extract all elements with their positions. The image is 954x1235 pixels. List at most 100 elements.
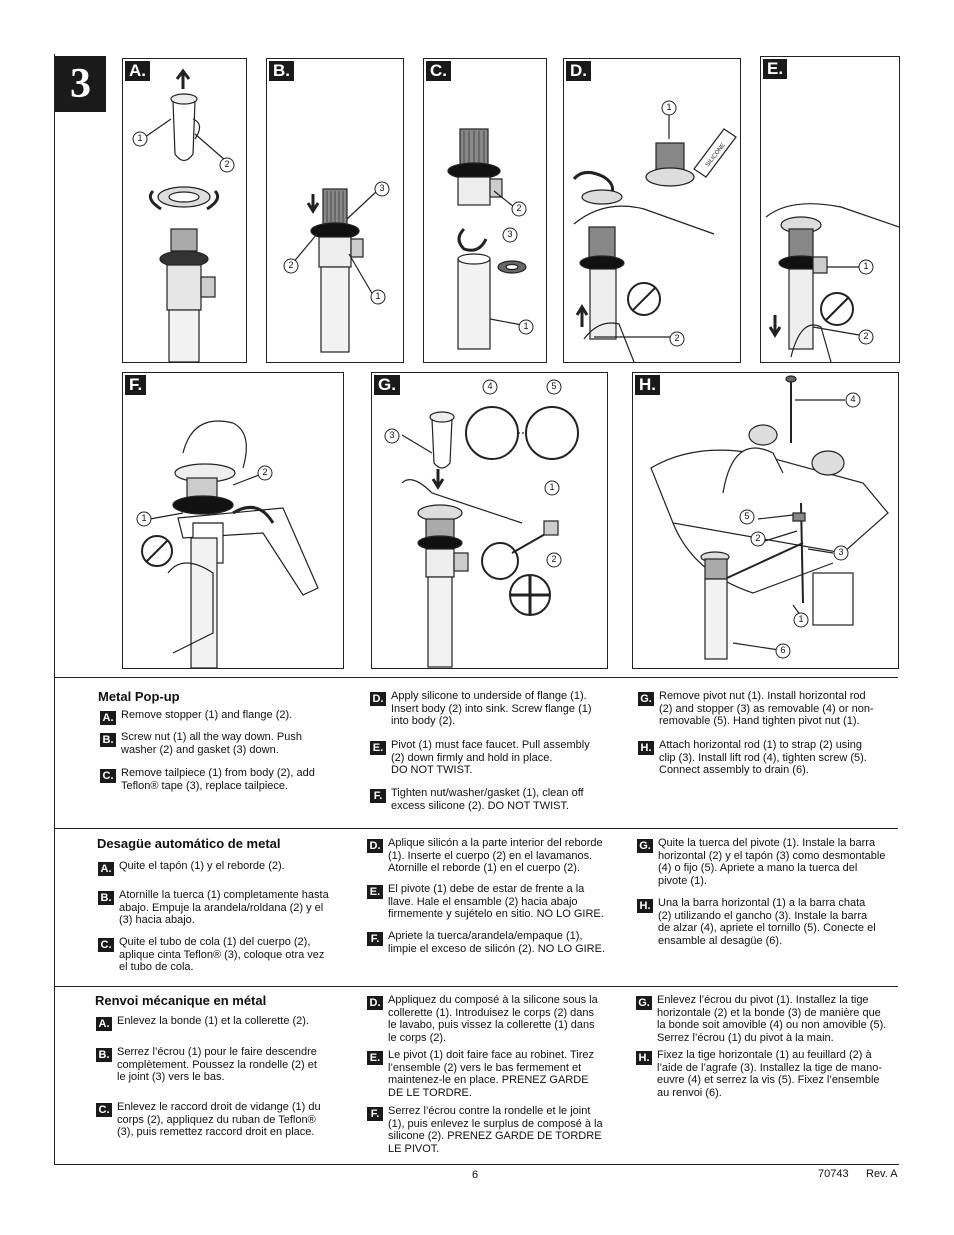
panel-g-label: G. xyxy=(374,375,400,395)
instruction-en-f: F.Tighten nut/washer/gasket (1), clean o… xyxy=(370,787,630,815)
instruction-fr-h: H. Fixez la tige horizontale (1) au feuil… xyxy=(636,1049,898,1101)
callout-circle xyxy=(793,612,809,628)
instruction-es-b: B.Atornille la tuerca (1) completamente … xyxy=(98,889,360,929)
callout-label: 4 xyxy=(850,394,856,404)
instruction-es-d: D. Aplique silicón a la parte interior de… xyxy=(367,837,631,877)
instruction-en-a: A.Remove stopper (1) and flange (2). xyxy=(100,709,360,725)
instruction-text: Attach horizontal rod (1) to strap (2) u… xyxy=(659,739,867,776)
instruction-text: Fixez la tige horizontale (1) au feuilla… xyxy=(657,1049,883,1099)
callout-circle xyxy=(219,157,235,173)
callout-circle xyxy=(384,428,400,444)
panel-a-callouts xyxy=(132,131,235,173)
section-title-spanish: Desagüe automático de metal xyxy=(97,836,281,851)
section-title-english: Metal Pop-up xyxy=(98,689,180,704)
panel-e-label: E. xyxy=(763,59,788,79)
callout-circle xyxy=(858,329,874,345)
step-letter: C. xyxy=(100,769,116,783)
instruction-text: Pivot (1) must face faucet. Pull assembl… xyxy=(391,739,590,776)
callout-label: 2 xyxy=(755,533,761,543)
instruction-text: Serrez l’écrou (1) pour le faire descend… xyxy=(117,1046,317,1083)
panel-g-callouts xyxy=(384,379,562,568)
callout-label: 3 xyxy=(379,183,385,193)
callout-circle xyxy=(833,545,849,561)
callout-label: 2 xyxy=(224,159,230,169)
panel-b: B. 3 2 1 xyxy=(266,58,404,363)
section-divider xyxy=(55,986,898,987)
instruction-text: Remove pivot nut (1). Install horizontal… xyxy=(659,690,874,727)
instruction-fr-b: B. Serrez l’écrou (1) pour le faire desce… xyxy=(96,1046,360,1086)
instruction-text: Enlevez le raccord droit de vidange (1) … xyxy=(117,1101,321,1138)
step-letter: A. xyxy=(96,1017,112,1031)
step-letter: H. xyxy=(638,741,654,755)
panel-b-label: B. xyxy=(269,61,294,81)
callout-label: 1 xyxy=(798,614,804,624)
instruction-text: El pivote (1) debe de estar de frente a … xyxy=(388,883,604,920)
step-letter: C. xyxy=(98,938,114,952)
callout-circle xyxy=(374,181,390,197)
doc-number: 70743 xyxy=(818,1168,849,1180)
section-divider xyxy=(55,828,898,829)
panel-c-label: C. xyxy=(426,61,451,81)
callout-circle xyxy=(132,131,148,147)
callout-label: 3 xyxy=(389,430,395,440)
panel-b-illustration xyxy=(291,188,378,353)
callout-circle xyxy=(283,258,299,274)
step-letter: F. xyxy=(367,932,383,946)
callout-circle xyxy=(518,319,534,335)
callout-circle xyxy=(544,480,560,496)
callout-label: 3 xyxy=(507,229,513,239)
instruction-en-b: B. Screw nut (1) all the way down. Push w… xyxy=(100,731,360,759)
step-letter: B. xyxy=(100,733,116,747)
step-letter: B. xyxy=(96,1048,112,1062)
callout-circle xyxy=(669,331,685,347)
panel-a-illustration xyxy=(134,68,234,362)
step-letter: D. xyxy=(367,839,383,853)
instruction-fr-a: A.Enlevez la bonde (1) et la collerette … xyxy=(96,1015,360,1031)
callout-circle xyxy=(750,531,766,547)
instruction-es-e: E.El pivote (1) debe de estar de frente … xyxy=(367,883,631,923)
instruction-text: Appliquez du composé à la silicone sous … xyxy=(388,994,598,1044)
callout-label: 2 xyxy=(288,260,294,270)
instruction-text: Apply silicone to underside of flange (1… xyxy=(391,690,592,727)
panel-a: A. 1 2 xyxy=(122,58,247,363)
callout-label: 1 xyxy=(375,291,381,301)
callout-circle xyxy=(502,227,518,243)
callout-label: 5 xyxy=(551,381,557,391)
callout-circle xyxy=(546,379,562,395)
panel-a-label: A. xyxy=(125,61,150,81)
instruction-text: Atornille la tuerca (1) completamente ha… xyxy=(119,889,329,926)
panel-h-callouts xyxy=(739,392,861,659)
instruction-en-e: E.Pivot (1) must face faucet. Pull assem… xyxy=(370,739,630,779)
section-title-french: Renvoi mécanique en métal xyxy=(95,993,267,1008)
instruction-text: Aplique silicón a la parte interior del … xyxy=(388,837,603,874)
instruction-text: Le pivot (1) doit faire face au robinet.… xyxy=(388,1049,595,1099)
callout-circle xyxy=(136,511,152,527)
callout-circle xyxy=(739,509,755,525)
instruction-es-c: C.Quite el tubo de cola (1) del cuerpo (… xyxy=(98,936,360,976)
panel-c-callouts xyxy=(502,201,534,335)
panel-f: F. 2 1 xyxy=(122,372,344,669)
callout-label: 2 xyxy=(674,333,680,343)
instruction-text: Remove stopper (1) and flange (2). xyxy=(121,709,293,721)
instruction-text: Remove tailpiece (1) from body (2), add … xyxy=(121,767,315,792)
instruction-fr-c: C.Enlevez le raccord droit de vidange (1… xyxy=(96,1101,360,1141)
callout-label: 6 xyxy=(780,645,786,655)
instruction-fr-d: D.Appliquez du composé à la silicone sou… xyxy=(367,994,631,1046)
step-letter: D. xyxy=(370,692,386,706)
callout-label: 2 xyxy=(551,554,557,564)
instruction-en-g: G.Remove pivot nut (1). Install horizont… xyxy=(638,690,896,730)
panel-f-callouts xyxy=(136,465,273,527)
panel-c: C. 2 3 1 xyxy=(423,58,547,363)
step-letter: H. xyxy=(636,1051,652,1065)
instruction-es-f: F.Apriete la tuerca/arandela/empaque (1)… xyxy=(367,930,631,958)
step-letter: A. xyxy=(98,862,114,876)
instruction-text: Screw nut (1) all the way down. Push was… xyxy=(121,731,302,756)
callout-circle xyxy=(845,392,861,408)
callout-label: 2 xyxy=(262,467,268,477)
callout-label: 1 xyxy=(523,321,529,331)
instruction-text: Quite el tapón (1) y el reborde (2). xyxy=(119,860,285,872)
panel-c-illustration xyxy=(447,128,527,350)
instruction-en-h: H. Attach horizontal rod (1) to strap (2)… xyxy=(638,739,896,779)
callout-label: 1 xyxy=(863,261,869,271)
step-letter: F. xyxy=(367,1107,383,1121)
